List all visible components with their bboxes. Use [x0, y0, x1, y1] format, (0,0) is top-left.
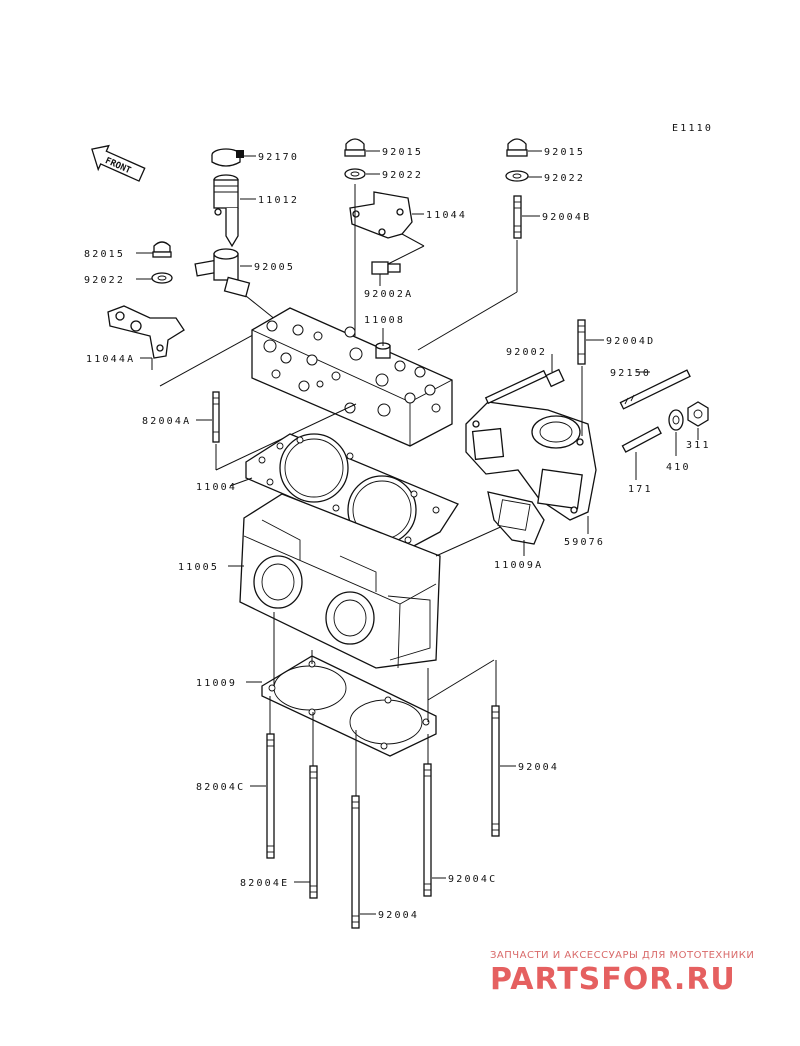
watermark-tagline: ЗАПЧАСТИ И АКСЕССУАРЫ ДЛЯ МОТОТЕХНИКИ	[490, 950, 755, 961]
washer-410	[668, 409, 684, 431]
label-92002A: 92002A	[364, 289, 413, 300]
cylinder-block	[239, 493, 441, 669]
front-arrow-icon: FRONT	[91, 144, 146, 182]
nut-mid	[344, 138, 366, 157]
stud-92004-right	[491, 705, 500, 837]
label-92005: 92005	[254, 262, 295, 273]
stud-92004B	[513, 195, 522, 239]
nut-left	[152, 241, 172, 258]
label-11044: 11044	[426, 210, 467, 221]
base-gasket	[261, 655, 437, 757]
label-11009: 11009	[196, 678, 237, 689]
washer-left	[151, 272, 173, 284]
label-410: 410	[666, 462, 691, 473]
stud-82004E	[309, 765, 318, 899]
label-92022-right: 92022	[544, 173, 585, 184]
label-171: 171	[628, 484, 653, 495]
plug-11008	[375, 342, 391, 359]
label-92004B: 92004B	[542, 212, 591, 223]
hose-clamp	[211, 148, 244, 167]
bracket-11044	[349, 191, 413, 239]
label-59076: 59076	[564, 537, 605, 548]
stud-82004C	[266, 733, 275, 859]
washer-right	[505, 170, 529, 182]
label-92004D: 92004D	[606, 336, 655, 347]
water-fitting	[194, 248, 251, 298]
label-92022-mid: 92022	[382, 170, 423, 181]
watermark-logo: PARTSFOR.RU	[490, 962, 736, 997]
label-82015: 82015	[84, 249, 125, 260]
stud-171	[621, 426, 662, 453]
label-11012: 11012	[258, 195, 299, 206]
label-92015-mid: 92015	[382, 147, 423, 158]
label-92015-right: 92015	[544, 147, 585, 158]
label-11008: 11008	[364, 315, 405, 326]
label-92022-left: 92022	[84, 275, 125, 286]
stud-92004D	[577, 319, 586, 365]
label-82004E: 82004E	[240, 878, 289, 889]
nut-right	[506, 138, 528, 157]
stud-92150	[619, 369, 691, 410]
exhaust-manifold	[465, 401, 597, 521]
label-92004-bottom: 92004	[378, 910, 419, 921]
stud-92004C	[423, 763, 432, 897]
label-92002: 92002	[506, 347, 547, 358]
manifold-gasket	[487, 491, 545, 545]
label-11044A: 11044A	[86, 354, 135, 365]
diagram-code: E1110	[672, 123, 713, 134]
label-311: 311	[686, 440, 711, 451]
bracket-11044A	[107, 305, 185, 359]
label-92004-right: 92004	[518, 762, 559, 773]
bolt-92002A	[371, 261, 401, 275]
cylinder-head	[251, 307, 453, 447]
label-92150: 92150	[610, 368, 651, 379]
label-82004A: 82004A	[142, 416, 191, 427]
stud-92004-center	[351, 795, 360, 929]
fitting-pipe	[213, 174, 239, 248]
label-11004: 11004	[196, 482, 237, 493]
label-11005: 11005	[178, 562, 219, 573]
bolt-92002	[484, 368, 565, 405]
stud-82004A	[212, 391, 220, 443]
label-82004C: 82004C	[196, 782, 245, 793]
label-11009A: 11009A	[494, 560, 543, 571]
label-92004C: 92004C	[448, 874, 497, 885]
nut-311	[687, 401, 709, 427]
label-92170: 92170	[258, 152, 299, 163]
washer-mid	[344, 168, 366, 180]
